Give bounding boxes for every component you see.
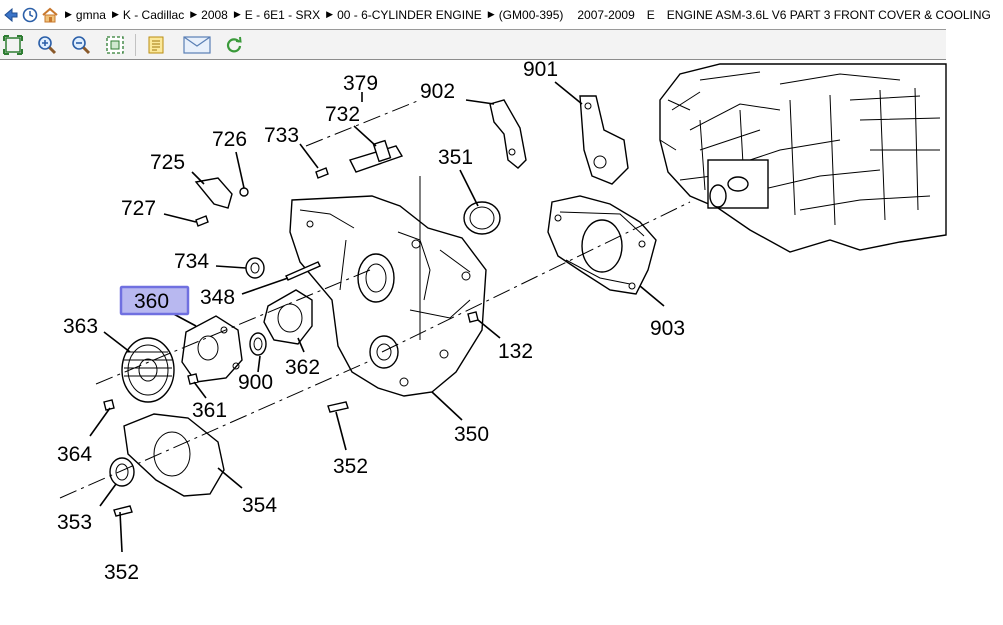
zoom-out-icon[interactable] xyxy=(69,33,93,57)
callout-732[interactable]: 732 xyxy=(325,103,360,126)
callout-360[interactable]: 360 xyxy=(134,290,169,313)
callout-364[interactable]: 364 xyxy=(57,443,92,466)
title-text: ENGINE ASM-3.6L V6 PART 3 FRONT COVER & … xyxy=(666,7,991,22)
bolt-727-illustration xyxy=(195,215,209,227)
bolt-132-illustration xyxy=(467,311,479,323)
breadcrumb-item-code[interactable]: ▶(GM00-395) xyxy=(487,7,564,22)
home-icon[interactable] xyxy=(41,6,59,24)
callout-727[interactable]: 727 xyxy=(121,197,156,220)
email-icon[interactable] xyxy=(182,33,212,57)
callout-352[interactable]: 352 xyxy=(333,455,368,478)
callout-leaders xyxy=(89,81,665,553)
callout-351[interactable]: 351 xyxy=(438,146,473,169)
zoom-in-icon[interactable] xyxy=(35,33,59,57)
bracket-902-illustration xyxy=(489,99,527,169)
callout-363[interactable]: 363 xyxy=(63,315,98,338)
breadcrumb-item-model[interactable]: ▶E - 6E1 - SRX xyxy=(233,7,321,22)
page-title: 2007-2009 E ENGINE ASM-3.6L V6 PART 3 FRON… xyxy=(577,8,1003,22)
breadcrumb-label[interactable]: (GM00-395) xyxy=(498,7,564,22)
title-code: E xyxy=(646,7,655,22)
callout-352-lower[interactable]: 352 xyxy=(104,561,139,584)
fit-to-window-icon[interactable] xyxy=(1,33,25,57)
cover-354-illustration xyxy=(123,413,225,497)
callout-901[interactable]: 901 xyxy=(523,58,558,81)
callout-labels: 379 901 902 732 726 733 725 351 727 734 … xyxy=(57,58,685,584)
breadcrumb-label[interactable]: gmna xyxy=(75,7,106,22)
callout-733[interactable]: 733 xyxy=(264,124,299,147)
callout-903[interactable]: 903 xyxy=(650,317,685,340)
breadcrumb-item-year[interactable]: ▶2008 xyxy=(190,7,228,22)
callout-132[interactable]: 132 xyxy=(498,340,533,363)
back-arrow-icon[interactable] xyxy=(3,6,19,24)
callout-348[interactable]: 348 xyxy=(200,286,235,309)
callout-902[interactable]: 902 xyxy=(420,80,455,103)
sensor-732-illustration xyxy=(349,139,404,173)
callout-900[interactable]: 900 xyxy=(238,371,273,394)
bolt-352-lower-illustration xyxy=(113,505,133,517)
timing-cover-plate-illustration xyxy=(547,195,657,295)
refresh-icon[interactable] xyxy=(222,33,246,57)
bolt-352-illustration xyxy=(327,401,349,413)
seal-900-illustration xyxy=(249,332,267,356)
zoom-box-icon[interactable] xyxy=(103,33,127,57)
callout-354[interactable]: 354 xyxy=(242,494,277,517)
ring-726-illustration xyxy=(239,187,249,197)
balancer-363-illustration xyxy=(121,337,175,403)
callout-726[interactable]: 726 xyxy=(212,128,247,151)
history-clock-icon[interactable] xyxy=(22,6,38,24)
bolt-361-illustration xyxy=(187,373,199,385)
parts-diagram: 379 901 902 732 726 733 725 351 727 734 … xyxy=(0,58,947,625)
selected-callout-highlight[interactable] xyxy=(119,285,190,316)
breadcrumb-item-group[interactable]: ▶00 - 6-CYLINDER ENGINE xyxy=(326,7,482,22)
bracket-901-illustration xyxy=(579,95,629,185)
bracket-725-illustration xyxy=(194,177,233,209)
toolbar-divider xyxy=(135,33,136,56)
callout-353[interactable]: 353 xyxy=(57,511,92,534)
title-years: 2007-2009 xyxy=(577,7,635,22)
toolbar xyxy=(0,30,946,60)
bolt-733-illustration xyxy=(315,167,329,179)
bolt-364-illustration xyxy=(103,399,115,411)
callout-362[interactable]: 362 xyxy=(285,356,320,379)
breadcrumb: ▶gmna ▶K - Cadillac ▶2008 ▶E - 6E1 - SRX… xyxy=(0,0,991,30)
breadcrumb-label[interactable]: 00 - 6-CYLINDER ENGINE xyxy=(337,7,482,22)
callout-725[interactable]: 725 xyxy=(150,151,185,174)
seal-353-illustration xyxy=(109,457,135,487)
breadcrumb-label[interactable]: 2008 xyxy=(201,7,228,22)
gasket-362-illustration xyxy=(263,289,313,345)
alignment-axes xyxy=(59,99,691,499)
callout-379[interactable]: 379 xyxy=(343,72,378,95)
callout-734[interactable]: 734 xyxy=(174,250,209,273)
engine-block-illustration xyxy=(659,63,947,253)
callout-350[interactable]: 350 xyxy=(454,423,489,446)
breadcrumb-label[interactable]: K - Cadillac xyxy=(122,7,185,22)
gasket-351-illustration xyxy=(463,201,501,235)
breadcrumb-label[interactable]: E - 6E1 - SRX xyxy=(244,7,321,22)
breadcrumb-item-make[interactable]: ▶K - Cadillac xyxy=(111,7,185,22)
breadcrumb-item-gmna[interactable]: ▶gmna xyxy=(65,7,106,22)
seal-734-illustration xyxy=(245,257,265,279)
oil-pump-360-illustration xyxy=(181,315,243,383)
callout-361[interactable]: 361 xyxy=(192,399,227,422)
notes-icon[interactable] xyxy=(144,33,168,57)
